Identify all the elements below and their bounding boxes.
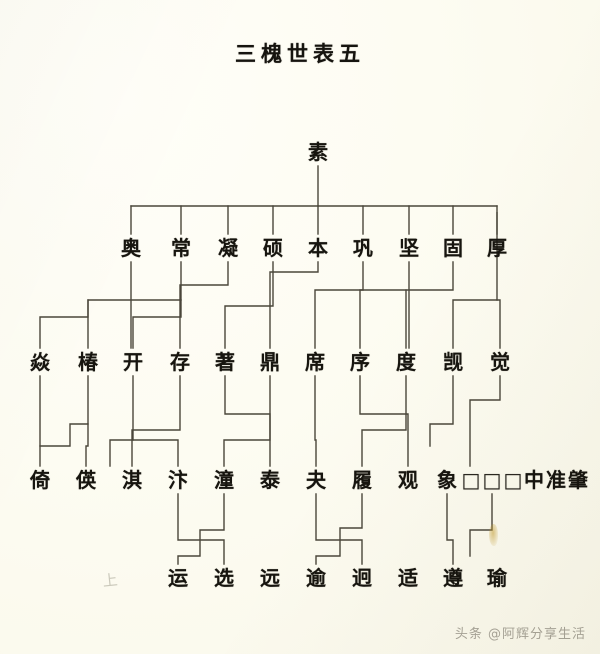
lineage-path-24 xyxy=(429,375,454,447)
generation-4-node-7: 履 xyxy=(352,468,372,492)
generation-4-node-14: 准 xyxy=(546,468,566,492)
lineage-path-27 xyxy=(177,493,225,565)
generation-4-node-5: 泰 xyxy=(260,468,280,492)
connector-group xyxy=(39,165,501,565)
lineage-path-29 xyxy=(315,493,363,565)
generation-4-node-10: □ xyxy=(461,468,481,492)
margin-annotation: 上 xyxy=(101,570,119,591)
lineage-path-21 xyxy=(314,375,317,467)
lineage-path-10 xyxy=(452,212,498,349)
generation-5-node-2: 远 xyxy=(260,566,280,590)
lineage-path-25 xyxy=(469,375,501,467)
lineage-path-4 xyxy=(179,261,229,349)
lineage-path-26 xyxy=(177,493,225,565)
generation-5-node-7: 瑜 xyxy=(487,566,507,590)
generation-3-node-2: 开 xyxy=(123,350,143,374)
generation-5-node-0: 运 xyxy=(168,566,188,590)
generation-2-node-1: 常 xyxy=(171,236,191,260)
generation-2-node-3: 硕 xyxy=(263,236,283,260)
generation-3-node-3: 存 xyxy=(170,350,190,374)
lineage-path-20 xyxy=(223,375,271,467)
lineage-path-19 xyxy=(224,375,271,467)
lineage-path-31 xyxy=(469,493,493,557)
lineage-path-30 xyxy=(446,493,454,565)
generation-5-node-1: 选 xyxy=(214,566,234,590)
generation-4-node-4: 潼 xyxy=(214,468,234,492)
generation-4-node-6: 夬 xyxy=(306,468,326,492)
generation-3-node-9: 觊 xyxy=(443,350,463,374)
generation-3-node-0: 焱 xyxy=(30,350,50,374)
generation-2-node-5: 巩 xyxy=(353,236,373,260)
generation-2-node-0: 奥 xyxy=(121,236,141,260)
generation-4-node-15: 肇 xyxy=(568,468,588,492)
generation-4-node-8: 观 xyxy=(398,468,418,492)
generation-4-node-13: 中 xyxy=(524,468,544,492)
lineage-path-5 xyxy=(224,261,274,349)
generation-4-node-2: 淇 xyxy=(122,468,142,492)
generation-4-node-1: 偀 xyxy=(76,468,96,492)
lineage-path-6 xyxy=(269,261,319,349)
generation-1-node-0: 素 xyxy=(308,140,328,164)
watermark: 头条 @阿辉分享生活 xyxy=(454,627,586,642)
generation-4-node-3: 汴 xyxy=(168,468,188,492)
generation-3-node-10: 觉 xyxy=(490,350,510,374)
lineage-path-16 xyxy=(109,375,134,467)
generation-5-node-3: 逾 xyxy=(306,566,326,590)
generation-3-node-6: 席 xyxy=(305,350,325,374)
generation-2-node-7: 固 xyxy=(443,236,463,260)
generation-3-node-8: 度 xyxy=(396,350,416,374)
generation-3-node-5: 鼎 xyxy=(260,350,280,374)
generation-4-node-9: 象 xyxy=(437,468,457,492)
lineage-path-28 xyxy=(315,493,363,565)
generation-4-node-12: □ xyxy=(503,468,523,492)
lineage-path-18 xyxy=(131,375,181,467)
generation-5-node-5: 适 xyxy=(398,566,418,590)
generation-3-node-7: 序 xyxy=(350,350,370,374)
lineage-path-22 xyxy=(359,375,409,467)
lineage-path-1 xyxy=(39,261,182,349)
generation-5-node-6: 遵 xyxy=(443,566,463,590)
lineage-path-7 xyxy=(314,261,364,349)
lineage-path-23 xyxy=(361,375,407,467)
lineage-path-11 xyxy=(496,299,501,349)
generation-4-node-0: 倚 xyxy=(30,468,50,492)
generation-2-node-4: 本 xyxy=(308,236,328,260)
generation-5-node-4: 迥 xyxy=(352,566,372,590)
lineage-path-15 xyxy=(85,423,89,467)
generation-4-node-11: □ xyxy=(482,468,502,492)
generation-2-node-6: 坚 xyxy=(399,236,419,260)
lineage-path-3 xyxy=(132,299,182,349)
lineage-path-17 xyxy=(132,439,179,467)
lineage-path-14 xyxy=(39,375,89,447)
page-title: 三槐世表五 xyxy=(235,42,365,66)
generation-3-node-1: 椿 xyxy=(78,350,98,374)
generation-3-node-4: 著 xyxy=(215,350,235,374)
generation-2-node-8: 厚 xyxy=(487,236,507,260)
generation-2-node-2: 凝 xyxy=(218,236,238,260)
